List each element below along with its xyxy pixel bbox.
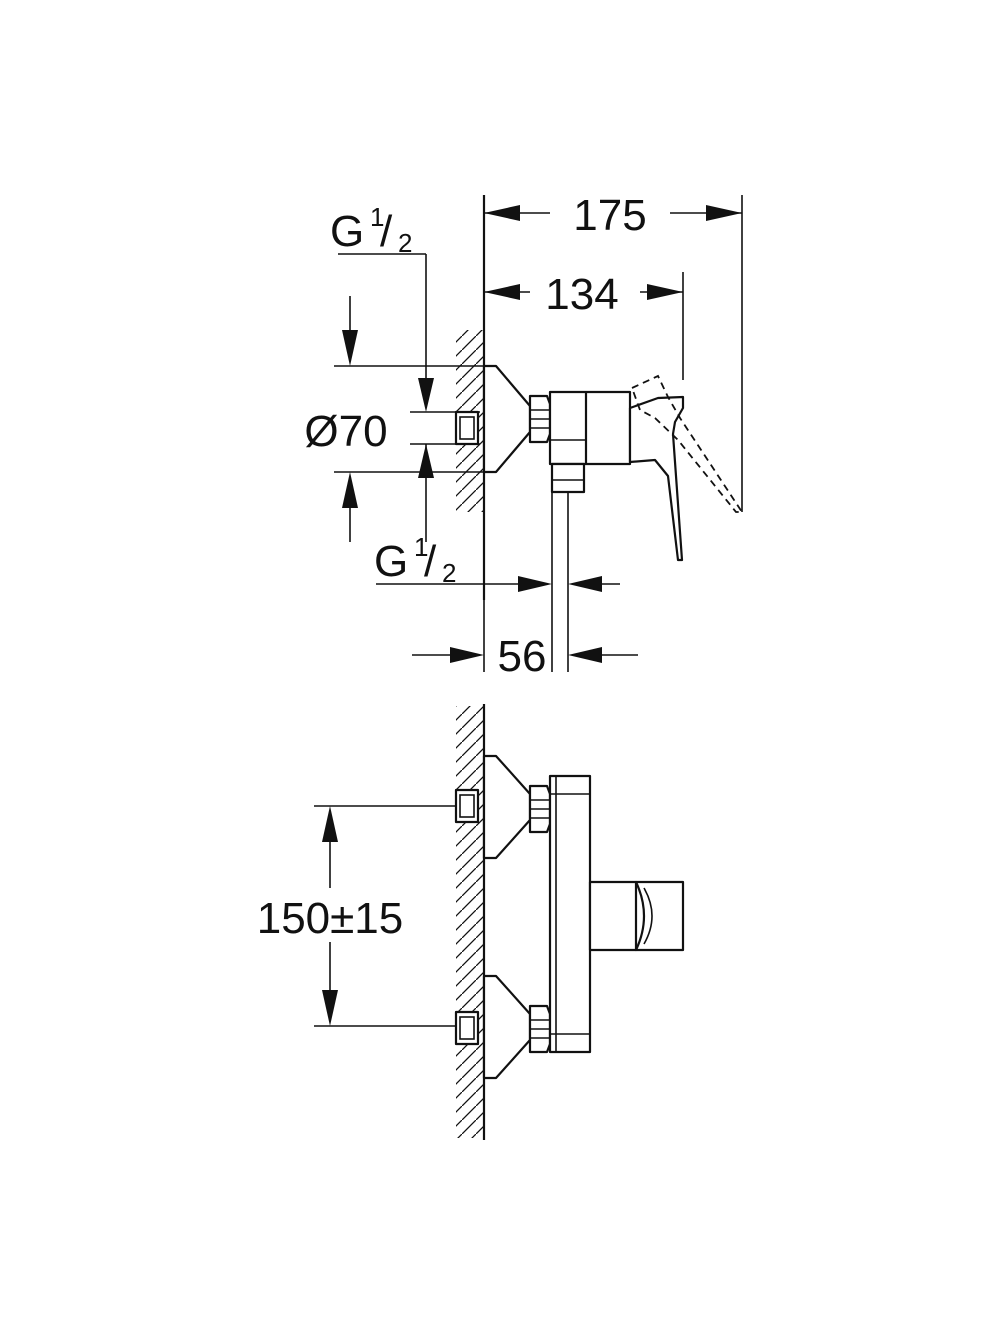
outlet-stub-side bbox=[550, 462, 586, 494]
side-view: 175 134 bbox=[304, 191, 744, 681]
rosette-upper bbox=[482, 754, 532, 860]
g-half-outlet-denominator: 2 bbox=[442, 558, 456, 588]
rosette-lower bbox=[482, 974, 532, 1080]
lever-open-position bbox=[630, 374, 744, 513]
dimension-175-label: 175 bbox=[573, 191, 646, 240]
g-half-outlet-prefix: G bbox=[374, 537, 408, 586]
g-half-outlet-numerator: 1 bbox=[414, 532, 428, 562]
rosette-side bbox=[482, 364, 532, 474]
dimension-150: 150±15 bbox=[257, 805, 456, 1027]
g-half-inlet-numerator: 1 bbox=[370, 202, 384, 232]
dimension-134: 134 bbox=[484, 270, 684, 380]
dimension-150-label: 150±15 bbox=[257, 894, 404, 943]
wall-front-view bbox=[456, 704, 486, 1140]
dimension-175: 175 bbox=[484, 191, 743, 512]
mixer-body-side bbox=[548, 390, 632, 466]
dimension-56-label: 56 bbox=[498, 632, 547, 681]
dimension-diameter-70: Ø70 bbox=[304, 296, 484, 542]
svg-text:/: / bbox=[424, 537, 437, 586]
dimension-diameter-70-label: Ø70 bbox=[304, 407, 387, 456]
dimension-56: 56 bbox=[412, 600, 638, 681]
lever-handle-side bbox=[628, 395, 685, 562]
g-half-inlet-prefix: G bbox=[330, 207, 364, 256]
dimension-g-half-inlet: G 1 / 2 bbox=[330, 202, 480, 542]
g-half-inlet-denominator: 2 bbox=[398, 228, 412, 258]
svg-text:/: / bbox=[380, 207, 393, 256]
wall-connector-lower bbox=[454, 1010, 480, 1046]
dimension-134-label: 134 bbox=[545, 270, 618, 319]
dimension-g-half-outlet: G 1 / 2 bbox=[374, 532, 620, 592]
handle-lever-front bbox=[634, 880, 685, 952]
front-view: 150±15 bbox=[257, 704, 685, 1140]
handle-base-front bbox=[588, 880, 638, 952]
wall-side-view bbox=[456, 195, 486, 600]
